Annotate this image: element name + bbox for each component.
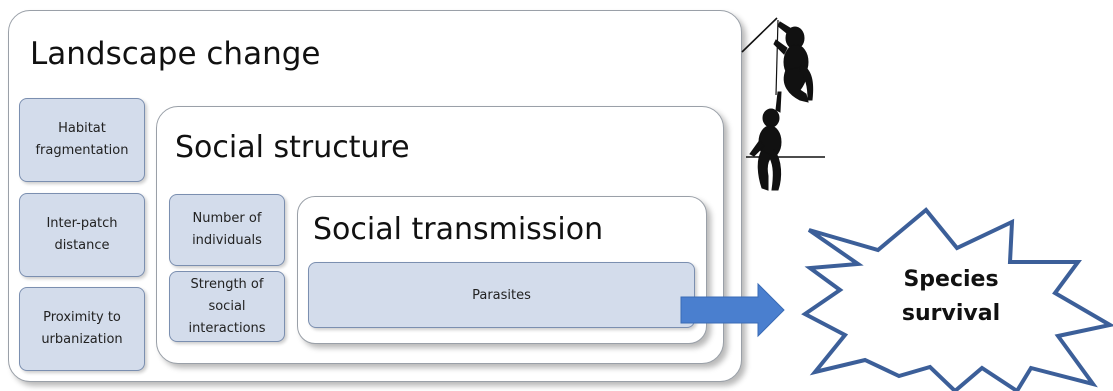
arrow-to-survival xyxy=(680,282,785,338)
species-survival-burst xyxy=(801,207,1113,391)
factor-strength-of-social-interactions: Strength of social interactions xyxy=(169,271,285,342)
social-transmission-title: Social transmission xyxy=(313,212,604,247)
factor-number-of-individuals: Number of individuals xyxy=(169,194,285,266)
monkey-silhouette-icon xyxy=(741,17,825,158)
factor-inter-patch-distance: Inter-patch distance xyxy=(19,193,145,277)
species-survival-label: Species survival xyxy=(901,267,1001,326)
monkey-silhouette-icon xyxy=(749,91,782,191)
landscape-change-title: Landscape change xyxy=(30,36,321,72)
social-structure-title: Social structure xyxy=(175,130,410,165)
factor-proximity-to-urbanization: Proximity to urbanization xyxy=(19,287,145,371)
factor-habitat-fragmentation: Habitat fragmentation xyxy=(19,98,145,182)
factor-parasites: Parasites xyxy=(308,262,695,328)
